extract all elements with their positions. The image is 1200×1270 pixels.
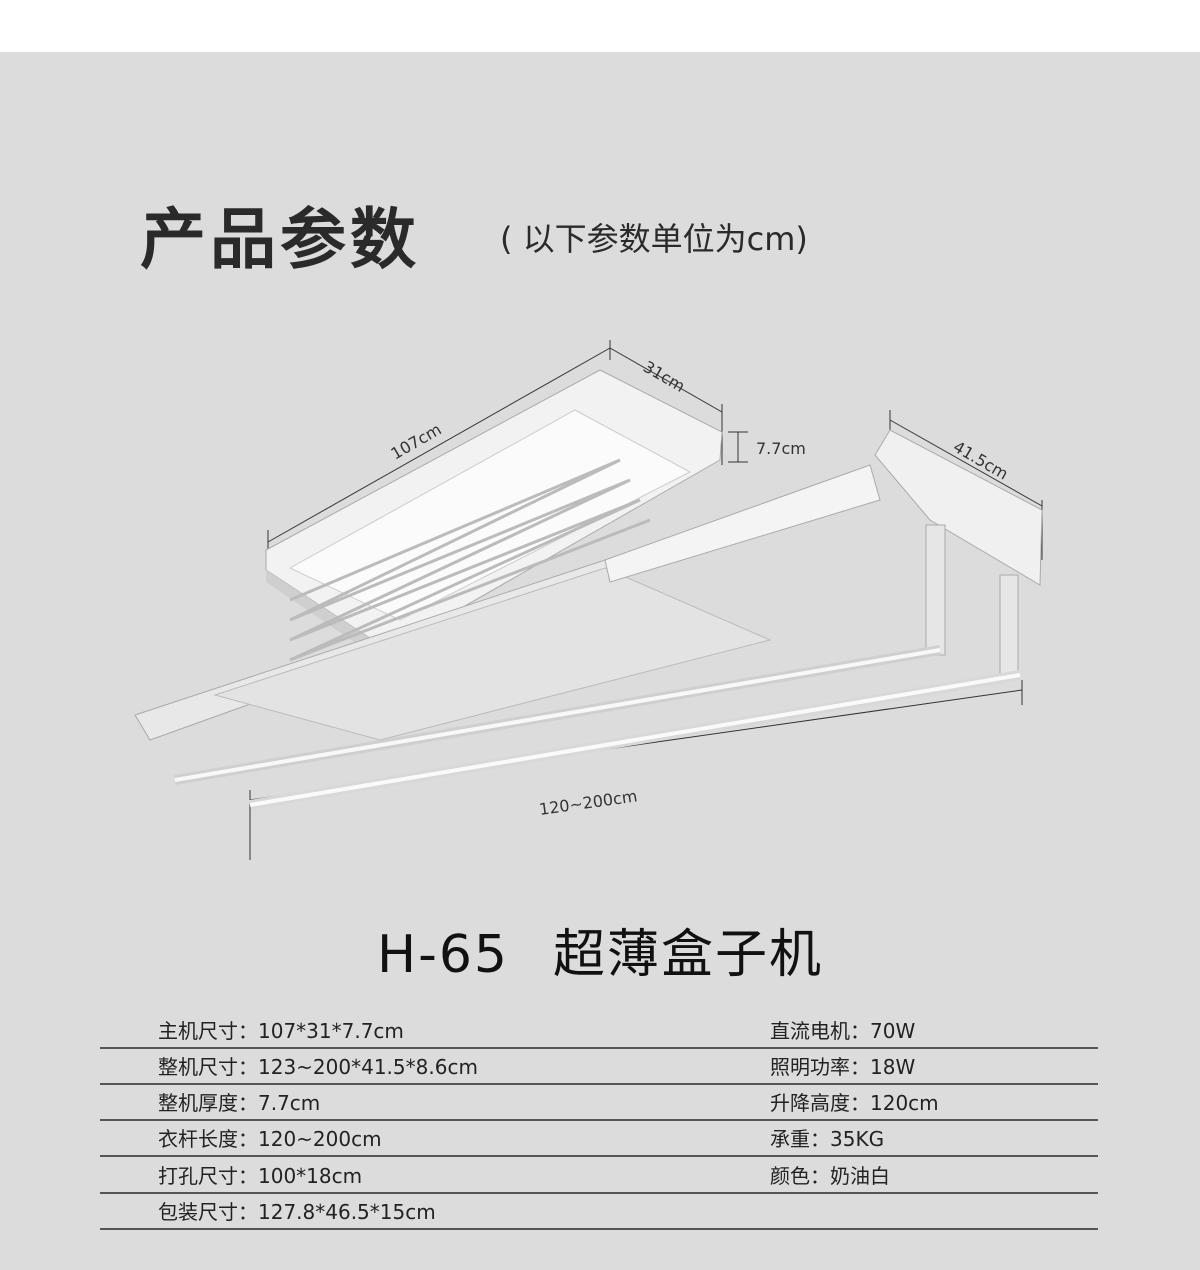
spec-right: 承重：35KG [770, 1127, 885, 1151]
spec-right: 直流电机：70W [770, 1019, 916, 1043]
model-code: H-65 [376, 925, 510, 985]
spec-left: 整机厚度：7.7cm [158, 1091, 321, 1115]
page-title: 产品参数 [140, 201, 420, 278]
top-band [0, 0, 1200, 52]
page-subtitle: ( 以下参数单位为cm) [500, 220, 808, 258]
product-illustration: 107cm 31cm 7.7cm 41.5cm 120~200cm [134, 340, 1043, 860]
spec-right: 升降高度：120cm [770, 1091, 939, 1115]
dim-width: 31cm [640, 357, 688, 396]
model-heading: H-65 超薄盒子机 [0, 912, 1200, 987]
spec-left: 整机尺寸：123~200*41.5*8.6cm [158, 1055, 478, 1079]
spec-row: 衣杆长度：120~200cm 承重：35KG [100, 1119, 1098, 1157]
spec-row: 整机厚度：7.7cm 升降高度：120cm [100, 1083, 1098, 1121]
machine-body [134, 369, 1043, 810]
dim-rod: 120~200cm [538, 786, 639, 819]
model-name: 超薄盒子机 [553, 925, 824, 985]
dim-height: 7.7cm [756, 439, 806, 458]
spec-row: 包装尺寸：127.8*46.5*15cm [100, 1192, 1098, 1230]
spec-row: 整机尺寸：123~200*41.5*8.6cm 照明功率：18W [100, 1047, 1098, 1085]
dim-length: 107cm [388, 420, 445, 464]
spec-row: 打孔尺寸：100*18cm 颜色：奶油白 [100, 1156, 1098, 1194]
spec-left: 包装尺寸：127.8*46.5*15cm [158, 1200, 436, 1224]
spec-row: 主机尺寸：107*31*7.7cm 直流电机：70W [100, 1011, 1098, 1049]
spec-right: 照明功率：18W [770, 1055, 916, 1079]
spec-left: 主机尺寸：107*31*7.7cm [158, 1019, 404, 1043]
spec-left: 衣杆长度：120~200cm [158, 1127, 382, 1151]
spec-left: 打孔尺寸：100*18cm [158, 1164, 363, 1188]
spec-right: 颜色：奶油白 [770, 1164, 890, 1188]
